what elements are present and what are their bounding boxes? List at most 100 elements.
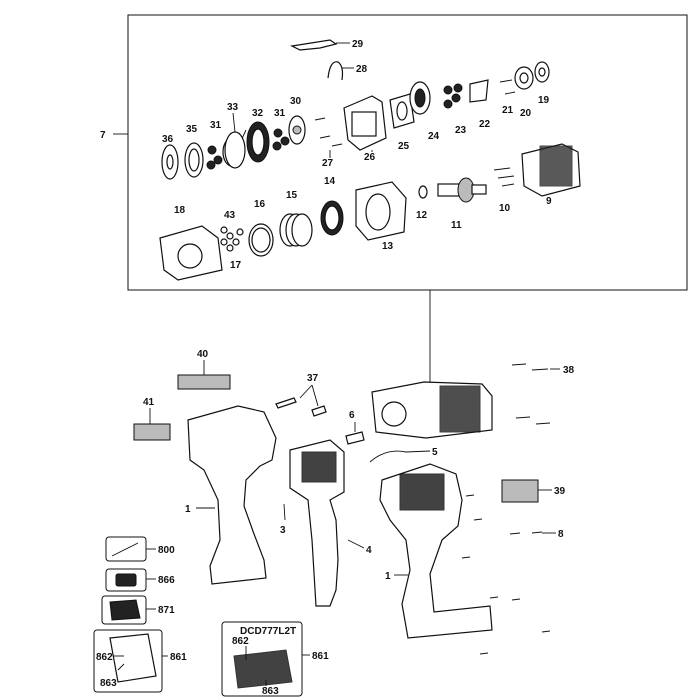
svg-text:25: 25: [398, 141, 410, 152]
part-14-ring: 14: [320, 176, 344, 236]
svg-text:861: 861: [312, 651, 329, 662]
part-15-spring: 15: [279, 190, 313, 247]
kit-case-dcd777l2t: DCD777L2T 862 861 863: [221, 621, 329, 697]
part-25-clutch-plate: 25: [389, 93, 415, 152]
part-36-washer: 36: [161, 134, 179, 180]
svg-text:30: 30: [290, 96, 302, 107]
svg-text:31: 31: [210, 120, 222, 131]
svg-text:36: 36: [162, 134, 174, 145]
part-3-pin: 3: [280, 503, 286, 536]
part-43-part-17-balls: 43 17: [220, 210, 244, 271]
svg-text:800: 800: [158, 545, 175, 556]
svg-text:15: 15: [286, 190, 298, 201]
part-31-planet-gears-a: 31: [206, 120, 223, 170]
gearbox-assembly: [371, 381, 493, 439]
accessory-866-belt-hook: 866: [105, 568, 175, 592]
part-37-contacts: 37: [275, 373, 327, 417]
part-35-ring: 35: [184, 124, 204, 178]
part-21-screws: 21: [499, 79, 516, 116]
part-18-end-housing: 18: [159, 205, 223, 281]
svg-text:13: 13: [382, 241, 394, 252]
svg-text:4: 4: [366, 545, 372, 556]
gearbox-exploded-frame: [127, 14, 688, 291]
part-16-washer: 16: [248, 199, 274, 257]
part-27-pins: 27: [314, 117, 343, 169]
part-19-washer: 19: [534, 61, 550, 106]
svg-text:8: 8: [558, 529, 564, 540]
svg-text:27: 27: [322, 158, 334, 169]
svg-text:19: 19: [538, 95, 550, 106]
svg-text:23: 23: [455, 125, 467, 136]
part-20-ring: 20: [514, 66, 534, 119]
svg-text:11: 11: [451, 220, 462, 231]
part-9-chuck: 9: [521, 143, 581, 207]
svg-text:35: 35: [186, 124, 198, 135]
svg-text:33: 33: [227, 102, 239, 113]
svg-text:20: 20: [520, 108, 532, 119]
part-11-spindle: 11: [437, 177, 487, 231]
part-22-spacer: 22: [469, 79, 491, 130]
housing-right-half: 1: [379, 463, 493, 639]
svg-text:41: 41: [143, 397, 155, 408]
part-13-clutch-collar: 13: [355, 181, 407, 252]
svg-text:17: 17: [230, 260, 242, 271]
svg-text:863: 863: [100, 678, 117, 689]
svg-text:DCD777L2T: DCD777L2T: [240, 626, 296, 637]
part-6-switch: 6: [345, 410, 365, 445]
part-30-carrier: 30: [288, 96, 306, 145]
svg-text:871: 871: [158, 605, 175, 616]
part-24-clutch-ring: 24: [409, 81, 440, 142]
part-39-label: 39: [501, 479, 566, 503]
svg-text:40: 40: [197, 349, 209, 360]
svg-text:6: 6: [349, 410, 355, 421]
part-40-label: 40: [177, 349, 231, 390]
svg-text:1: 1: [185, 504, 191, 515]
part-41-label: 41: [133, 397, 171, 441]
svg-text:31: 31: [274, 108, 286, 119]
part-12-washer: 12: [416, 185, 428, 221]
svg-text:28: 28: [356, 64, 368, 75]
svg-text:12: 12: [416, 210, 428, 221]
accessory-871-battery: 871: [101, 595, 175, 625]
part-4-motor-assembly: 4: [289, 439, 372, 607]
svg-text:18: 18: [174, 205, 186, 216]
part-33-ring-gear: 33: [224, 102, 246, 169]
svg-text:14: 14: [324, 176, 336, 187]
part-28-spring: 28: [327, 61, 368, 81]
svg-text:1: 1: [385, 571, 391, 582]
svg-text:861: 861: [170, 652, 187, 663]
svg-text:5: 5: [432, 447, 438, 458]
part-26-gear-housing: 26: [343, 95, 387, 163]
part-23-clutch-balls: 23: [443, 83, 467, 136]
svg-text:26: 26: [364, 152, 376, 163]
svg-text:24: 24: [428, 131, 440, 142]
svg-text:10: 10: [499, 203, 511, 214]
svg-text:43: 43: [224, 210, 236, 221]
part-5-wire: 5: [369, 447, 438, 463]
accessory-800-bit-holder: 800: [105, 536, 175, 562]
svg-text:9: 9: [546, 196, 552, 207]
housing-left-half: 1: [185, 405, 277, 585]
part-29-clip: 29: [290, 39, 364, 51]
svg-text:32: 32: [252, 108, 264, 119]
svg-text:39: 39: [554, 486, 566, 497]
callout-7: 7: [100, 130, 106, 141]
part-31-planet-gears-b: 31: [272, 108, 290, 151]
part-8-screws: 8: [461, 494, 564, 655]
svg-text:38: 38: [563, 365, 575, 376]
svg-text:3: 3: [280, 525, 286, 536]
svg-text:866: 866: [158, 575, 175, 586]
part-32-ring-gear: 32: [246, 108, 270, 163]
svg-text:16: 16: [254, 199, 266, 210]
svg-text:29: 29: [352, 39, 364, 50]
accessory-861-charger: 862 861 863: [93, 629, 187, 693]
part-10-pins: 10: [493, 167, 515, 214]
svg-text:21: 21: [502, 105, 514, 116]
svg-text:863: 863: [262, 686, 279, 697]
svg-text:862: 862: [232, 636, 249, 647]
part-38-screws: 38: [511, 363, 575, 425]
svg-text:22: 22: [479, 119, 491, 130]
svg-text:37: 37: [307, 373, 319, 384]
svg-text:862: 862: [96, 652, 113, 663]
